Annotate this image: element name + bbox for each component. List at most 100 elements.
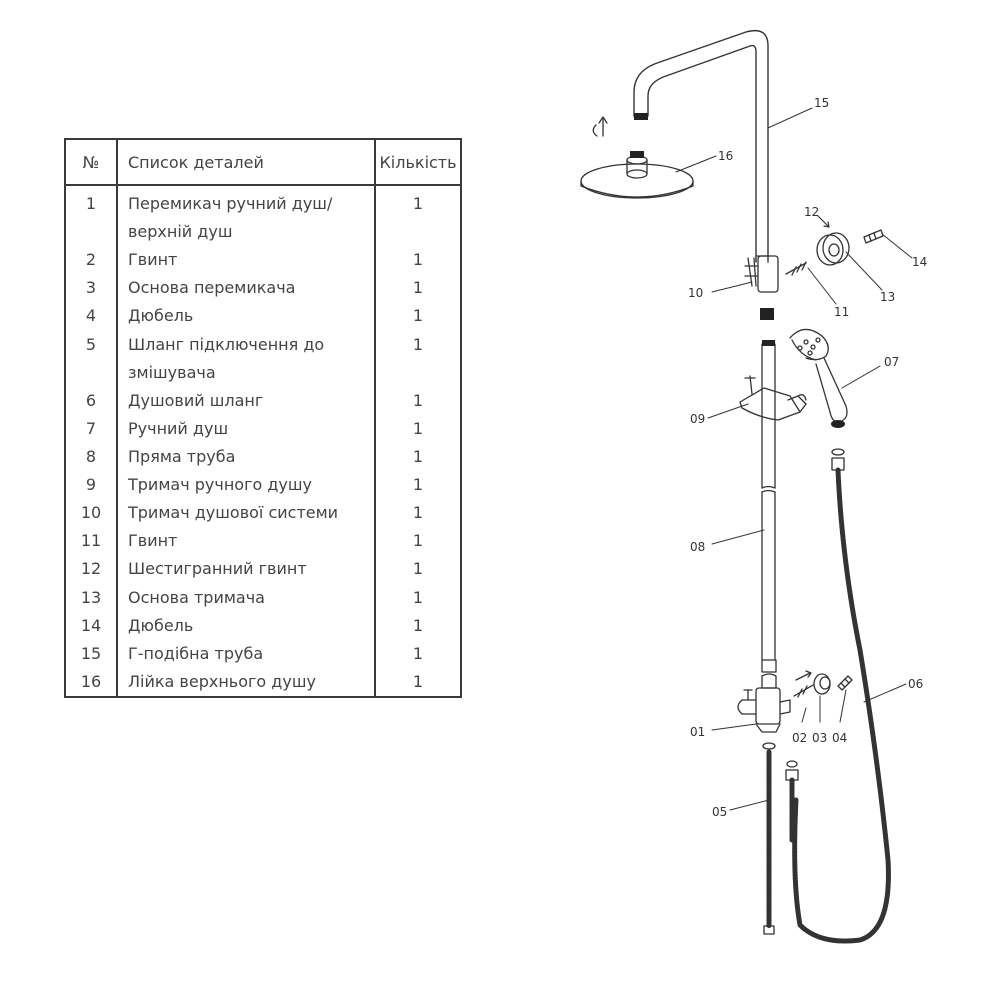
dowel-14 xyxy=(863,229,884,244)
part-name: Основа тримача xyxy=(116,583,375,612)
holder-base xyxy=(816,232,850,266)
part-quantity: 1 xyxy=(374,246,461,275)
empty-cell xyxy=(374,695,461,697)
header-name: Список деталей xyxy=(116,139,375,186)
empty-cell xyxy=(116,695,375,697)
part-name: Пряма труба xyxy=(116,443,375,472)
header-quantity: Кількість xyxy=(374,139,461,186)
callout-10: 10 xyxy=(688,286,703,300)
l-shaped-pipe xyxy=(633,29,769,263)
part-quantity: 1 xyxy=(374,527,461,556)
part-name: Лійка верхнього душу xyxy=(116,667,375,696)
part-name: Дюбель xyxy=(116,302,375,331)
part-quantity: 1 xyxy=(374,330,461,387)
part-number: 15 xyxy=(80,643,102,663)
part-number: 6 xyxy=(85,390,97,410)
part-number: 10 xyxy=(80,503,102,523)
callout-02: 02 xyxy=(792,731,807,745)
screw-02 xyxy=(793,670,814,698)
callout-15: 15 xyxy=(814,96,829,110)
callout-08: 08 xyxy=(690,540,705,554)
mixer-connection-hose xyxy=(763,749,799,935)
part-quantity: 1 xyxy=(374,583,461,612)
part-name: Перемикач ручний душ/верхній душ xyxy=(116,185,375,247)
part-number: 9 xyxy=(85,475,97,495)
part-number: 4 xyxy=(85,306,97,326)
callout-03: 03 xyxy=(812,731,827,745)
part-quantity: 1 xyxy=(374,302,461,331)
part-name: Гвинт xyxy=(116,246,375,275)
part-name: Душовий шланг xyxy=(116,386,375,415)
part-quantity: 1 xyxy=(374,499,461,528)
part-name: Тримач ручного душу xyxy=(116,471,375,500)
part-name: Гвинт xyxy=(116,527,375,556)
diverter xyxy=(737,673,791,750)
callout-01: 01 xyxy=(690,725,705,739)
part-number: 16 xyxy=(80,671,102,691)
callout-05: 05 xyxy=(712,805,727,819)
part-number: 8 xyxy=(85,447,97,466)
part-quantity: 1 xyxy=(374,611,461,640)
callout-16: 16 xyxy=(718,149,733,163)
shower-hose xyxy=(792,448,891,944)
table-filler-row xyxy=(65,695,461,697)
callout-12: 12 xyxy=(804,205,819,219)
table-header-row: № Список деталей Кількість xyxy=(65,139,461,186)
part-name: Тримач душової системи xyxy=(116,499,375,528)
rotate-arrow-icon xyxy=(592,116,608,137)
part-number: 13 xyxy=(80,587,102,607)
header-number: № xyxy=(65,139,117,186)
system-holder xyxy=(744,255,779,320)
callout-11: 11 xyxy=(834,305,849,319)
callout-13: 13 xyxy=(880,290,895,304)
part-name: Г-подібна труба xyxy=(116,639,375,668)
part-quantity: 1 xyxy=(374,555,461,584)
part-quantity: 1 xyxy=(374,386,461,415)
part-quantity: 1 xyxy=(374,414,461,443)
callout-06: 06 xyxy=(908,677,923,691)
part-quantity: 1 xyxy=(374,667,461,696)
part-number: 3 xyxy=(85,278,97,298)
part-number: 11 xyxy=(80,531,102,551)
hand-shower xyxy=(789,328,848,428)
part-quantity: 1 xyxy=(374,185,461,247)
part-quantity: 1 xyxy=(374,639,461,668)
leader-lines xyxy=(675,107,913,811)
part-name: Шестигранний гвинт xyxy=(116,555,375,584)
part-quantity: 1 xyxy=(374,471,461,500)
part-name: Ручний душ xyxy=(116,414,375,443)
part-number: 7 xyxy=(85,418,97,438)
part-name: Шланг підключення до змішувача xyxy=(116,330,375,387)
part-number: 5 xyxy=(85,334,97,354)
callout-14: 14 xyxy=(912,255,927,269)
part-number: 1 xyxy=(85,194,97,213)
part-name: Основа перемикача xyxy=(116,274,375,303)
part-quantity: 1 xyxy=(374,274,461,303)
part-quantity: 1 xyxy=(374,443,461,472)
callout-09: 09 xyxy=(690,412,705,426)
part-name: Дюбель xyxy=(116,611,375,640)
arrow-12 xyxy=(817,215,829,227)
rain-shower-head xyxy=(580,151,694,199)
part-number: 2 xyxy=(85,250,97,270)
switch-base xyxy=(813,673,831,695)
